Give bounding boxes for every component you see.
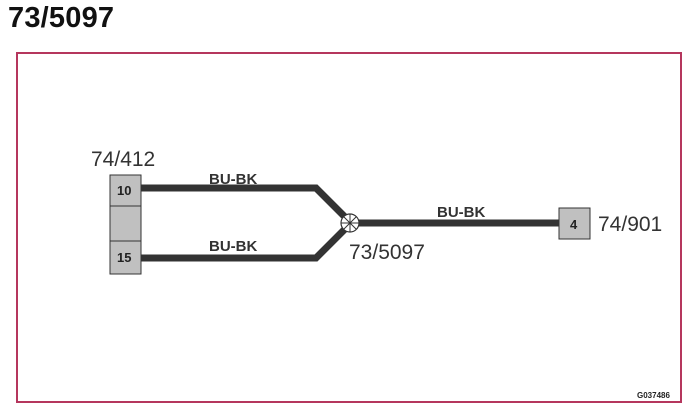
pin-label: 10 (117, 183, 131, 198)
wire-color-label: BU-BK (209, 171, 257, 188)
wire-top[interactable] (141, 184, 350, 222)
connector-label-right: 74/901 (598, 213, 662, 236)
diagram-frame (16, 52, 682, 403)
page-title: 73/5097 (8, 2, 115, 34)
drawing-code: G037486 (637, 391, 670, 400)
pin-label: 4 (570, 217, 578, 232)
wire-bottom[interactable] (141, 224, 350, 262)
connector-74-901[interactable]: 4 (558, 207, 591, 240)
connector-label-left: 74/412 (91, 148, 155, 171)
connector-body (109, 174, 142, 275)
wire-color-label: BU-BK (209, 238, 257, 255)
pin-label: 15 (117, 250, 131, 265)
splice-icon[interactable] (340, 213, 360, 233)
wire-color-label: BU-BK (437, 204, 485, 221)
connector-body (558, 207, 591, 240)
splice-label: 73/5097 (349, 241, 425, 264)
connector-74-412[interactable]: 10 15 (109, 174, 142, 275)
